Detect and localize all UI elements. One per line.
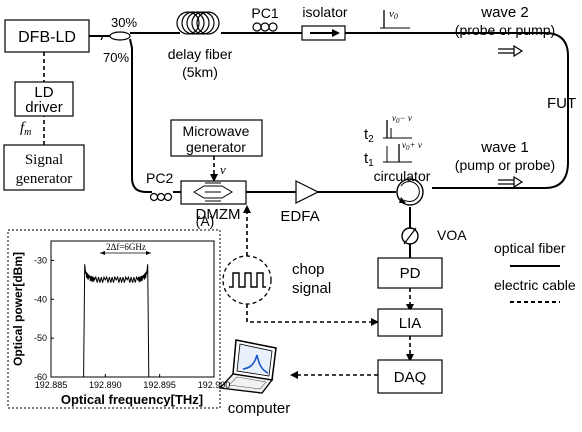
signal-generator-label-2: generator: [16, 171, 73, 187]
pc2-icon: [149, 192, 173, 202]
x-tick-label: 192.895: [143, 380, 176, 390]
chop-signal-label-2: signal: [292, 280, 331, 297]
signal-generator-box: [3, 144, 85, 191]
coupler-icon: [100, 31, 131, 41]
y-tick-label: -50: [34, 333, 47, 343]
inset-panel-label: (A): [196, 213, 215, 229]
y-tick-label: -30: [34, 255, 47, 265]
daq-label: DAQ: [394, 369, 427, 386]
chop-signal-icon: [222, 255, 272, 305]
circulator-icon: [396, 178, 424, 206]
svg-text:v0+ v: v0+ v: [402, 140, 422, 152]
svg-text:v0− v: v0− v: [392, 113, 412, 125]
wave2-arrow-icon: [498, 44, 524, 58]
nu-label: ν: [220, 162, 226, 177]
microwave-generator-label-1: Microwave: [183, 123, 250, 139]
wave2-title: wave 2: [480, 4, 529, 21]
svg-text:t1: t1: [364, 150, 374, 169]
delay-fiber-label-1: delay fiber: [168, 46, 233, 62]
split-30-label: 30%: [111, 15, 137, 30]
daq-box: [377, 359, 443, 394]
isolator-arrow-icon: [332, 29, 340, 37]
lia-box: [377, 308, 443, 337]
ld-driver-label-1: LD: [34, 84, 53, 101]
wave1-title: wave 1: [480, 139, 529, 156]
split-70-label: 70%: [103, 50, 129, 65]
pc1-label: PC1: [251, 5, 278, 21]
optical-fiber-paths: [89, 32, 569, 258]
delay-fiber-coil-icon: [176, 11, 220, 35]
svg-text:2Δf=6GHz: 2Δf=6GHz: [106, 242, 146, 252]
delay-fiber-label-2: (5km): [182, 64, 218, 80]
x-tick-label: 192.890: [89, 380, 122, 390]
spectrum-series-line: [83, 264, 150, 378]
laptop-computer-icon: [218, 339, 277, 394]
pd-label: PD: [400, 265, 421, 282]
computer-label: computer: [228, 400, 291, 417]
wave2-subtitle: (probe or pump): [455, 22, 555, 38]
pc2-label: PC2: [146, 170, 173, 186]
ld-driver-label-2: driver: [25, 99, 63, 116]
signal-generator-label-1: Signal: [25, 152, 63, 168]
wave1-subtitle: (pump or probe): [455, 157, 555, 173]
pc1-icon: [252, 22, 278, 32]
lia-label: LIA: [399, 315, 422, 332]
dmzm-icon: [180, 180, 247, 205]
legend-electric-cable-label: electric cable: [494, 277, 576, 293]
inset-x-axis-label: Optical frequency[THz]: [61, 392, 203, 407]
chop-signal-label-1: chop: [292, 261, 325, 278]
dfb-ld-box: [4, 19, 90, 53]
legend-optical-fiber-label: optical fiber: [494, 240, 566, 256]
nu0-marker: v0: [380, 8, 410, 29]
inset-spectrum-plot: 192.885 192.890 192.895 192.900 -30 -40 -50 -60: [34, 240, 231, 390]
voa-label: VOA: [437, 227, 467, 243]
legend: optical fiber electric cable: [494, 240, 576, 303]
edfa-label: EDFA: [280, 208, 319, 225]
plot-area-frame: [50, 240, 215, 378]
edfa-amplifier-icon: [295, 180, 320, 204]
dmzm-label: DMZM: [196, 206, 241, 223]
y-tick-label: -60: [34, 372, 47, 382]
fut-label: FUT: [547, 95, 576, 112]
wave1-arrow-icon: [498, 175, 524, 189]
ld-driver-box: [14, 81, 74, 117]
svg-text:v0: v0: [389, 8, 398, 21]
circulator-label: circulator: [374, 168, 431, 184]
bandwidth-annotation: 2Δf=6GHz: [100, 242, 151, 255]
microwave-generator-label-2: generator: [186, 139, 246, 155]
svg-text:t2: t2: [364, 126, 374, 145]
x-tick-label: 192.900: [198, 380, 231, 390]
fm-label: fm: [20, 120, 31, 138]
voa-icon: [401, 227, 419, 245]
t2-marker: t2 v0− v: [364, 113, 412, 145]
pd-box: [377, 257, 443, 289]
y-tick-label: -40: [34, 294, 47, 304]
isolator-label: isolator: [302, 4, 347, 20]
x-tick-label: 192.885: [35, 380, 68, 390]
inset-y-axis-label: Optical power[dBm]: [11, 252, 25, 366]
inset-frame: [7, 229, 221, 409]
t1-marker: t1 v0+ v: [364, 140, 422, 169]
dfb-ld-label: DFB-LD: [18, 29, 76, 46]
microwave-generator-box: [170, 119, 263, 157]
